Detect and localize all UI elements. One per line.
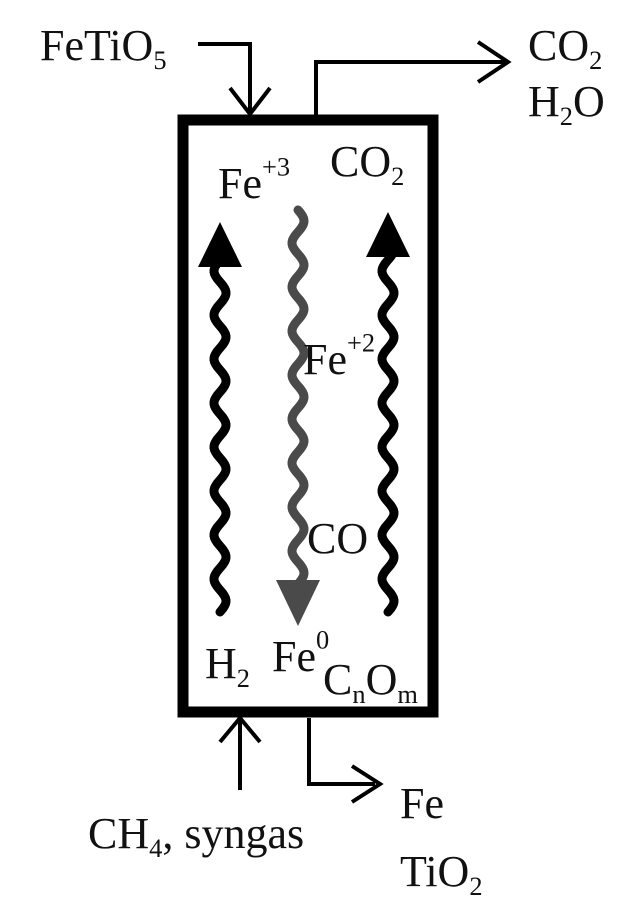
co-label: CO — [307, 514, 369, 563]
gas-outlet-line — [314, 60, 505, 115]
h2-upflow-wavy-arrow — [209, 257, 231, 617]
solid-downflow-arrowhead — [276, 580, 320, 626]
h2-upflow-arrowhead — [198, 222, 242, 267]
outlet-h2o-label: H2O — [528, 77, 605, 132]
fe2-label: Fe+2 — [303, 327, 376, 384]
feed-label: FeTiO5 — [40, 21, 167, 76]
solid-outlet-line — [307, 718, 375, 786]
fe3-label: Fe+3 — [218, 151, 291, 208]
solid-downflow-wavy-arrow — [287, 205, 309, 589]
outlet-co2-label: CO2 — [528, 21, 603, 76]
reactor-vessel — [177, 114, 439, 718]
outlet-tio2-label: TiO2 — [400, 847, 483, 902]
gas-inlet-arrowhead — [218, 714, 262, 744]
co-upflow-wavy-arrow — [377, 247, 399, 617]
fe0-label: Fe0 — [272, 624, 330, 681]
feed-inlet-arrowhead — [228, 86, 272, 118]
feed-inlet-line — [198, 42, 252, 112]
gas-outlet-arrowhead — [476, 40, 512, 84]
co2-label: CO2 — [330, 137, 405, 192]
co-upflow-arrowhead — [366, 212, 410, 257]
inlet-gas-label: CH4, syngas — [88, 809, 305, 864]
outlet-fe-label: Fe — [400, 779, 444, 828]
cnom-label: CnOm — [323, 655, 418, 710]
solid-outlet-arrowhead — [350, 764, 384, 804]
h2-label: H2 — [205, 639, 250, 694]
